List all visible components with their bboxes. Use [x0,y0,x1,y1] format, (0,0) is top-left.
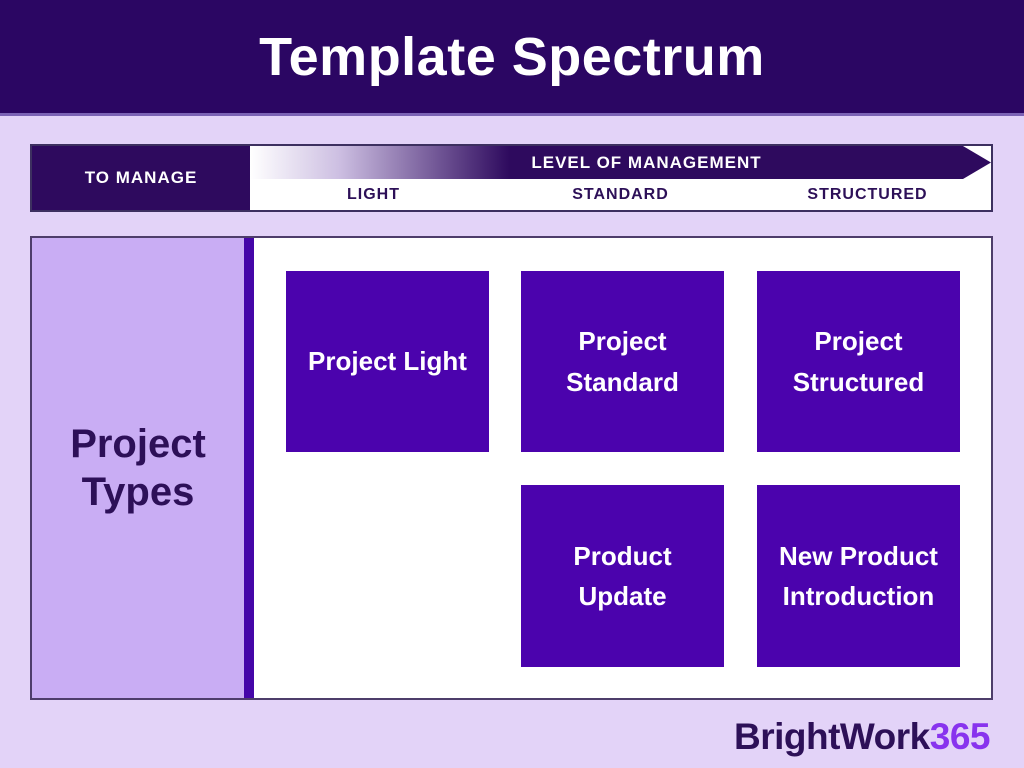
brand-name: BrightWork [734,716,930,757]
row-header-project-types: Project Types [32,238,244,698]
page-title: Template Spectrum [259,26,765,87]
level-labels-row: LIGHT STANDARD STRUCTURED [250,179,991,210]
level-label-standard: STANDARD [572,185,669,203]
box-product-update: Product Update [521,485,724,667]
management-axis: TO MANAGE LEVEL OF MANAGEMENT LIGHT STAN… [30,144,993,212]
box-new-product-introduction: New Product Introduction [757,485,960,667]
sidebar-divider [244,238,254,698]
project-types-matrix: Project Types Project Light Project Stan… [30,236,993,700]
axis-title: LEVEL OF MANAGEMENT [531,152,762,172]
header-banner: Template Spectrum [0,0,1024,116]
level-label-light: LIGHT [347,185,400,203]
box-project-light: Project Light [286,271,489,452]
brand-suffix: 365 [929,716,991,757]
box-project-standard: Project Standard [521,271,724,452]
axis-row-label-block: TO MANAGE [32,146,250,210]
axis-row-label: TO MANAGE [84,168,198,187]
brightwork365-logo: BrightWork365 [734,716,991,758]
management-gradient-arrow: LEVEL OF MANAGEMENT [250,146,991,179]
level-label-structured: STRUCTURED [807,185,928,203]
box-project-structured: Project Structured [757,271,960,452]
